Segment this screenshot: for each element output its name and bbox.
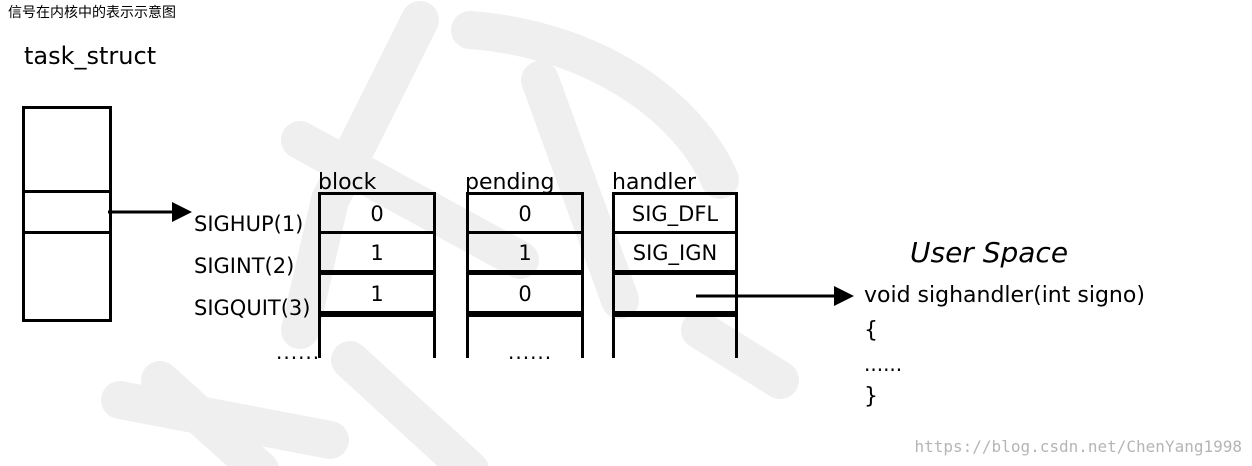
handler-row-line bbox=[612, 314, 738, 317]
pending-row-line bbox=[466, 314, 584, 317]
function-close-brace: } bbox=[864, 384, 878, 409]
handler-cell: SIG_DFL bbox=[612, 192, 738, 234]
user-space-title: User Space bbox=[910, 236, 1069, 269]
figure-caption: 信号在内核中的表示示意图 bbox=[8, 5, 176, 21]
signal-ellipsis: ...... bbox=[276, 340, 321, 364]
arrowhead-icon bbox=[172, 202, 192, 222]
block-cell: 1 bbox=[318, 272, 436, 314]
pending-cell: 0 bbox=[466, 192, 584, 234]
pending-cell: 0 bbox=[466, 272, 584, 314]
block-cell: 0 bbox=[318, 192, 436, 234]
column-header-pending: pending bbox=[465, 170, 555, 195]
function-body-ellipsis: ...... bbox=[864, 352, 903, 376]
handler-function-signature: void sighandler(int signo) bbox=[864, 283, 1145, 308]
block-column-edge bbox=[318, 314, 321, 358]
block-column-edge bbox=[433, 314, 436, 358]
signal-label-sigquit: SIGQUIT(3) bbox=[194, 296, 311, 320]
signal-label-sigint: SIGINT(2) bbox=[194, 254, 295, 278]
block-cell: 1 bbox=[318, 231, 436, 273]
signal-label-sighup: SIGHUP(1) bbox=[194, 212, 304, 236]
column-header-handler: handler bbox=[612, 170, 697, 195]
watermark-url: https://blog.csdn.net/ChenYang1998 bbox=[914, 437, 1242, 456]
pending-column-edge bbox=[581, 314, 584, 358]
task-struct-divider bbox=[22, 190, 109, 193]
column-header-block: block bbox=[318, 170, 377, 195]
handler-column-edge bbox=[735, 314, 738, 358]
block-row-line bbox=[318, 314, 436, 317]
arrowhead-icon bbox=[834, 286, 854, 306]
task-struct-divider bbox=[22, 231, 109, 234]
task-struct-label: task_struct bbox=[24, 42, 157, 70]
handler-cell bbox=[612, 272, 738, 314]
handler-column-edge bbox=[612, 314, 615, 358]
task-struct-box bbox=[22, 106, 112, 322]
handler-cell: SIG_IGN bbox=[612, 231, 738, 273]
function-open-brace: { bbox=[864, 318, 878, 343]
pending-ellipsis: ...... bbox=[508, 340, 553, 364]
pending-column-edge bbox=[466, 314, 469, 358]
pending-cell: 1 bbox=[466, 231, 584, 273]
